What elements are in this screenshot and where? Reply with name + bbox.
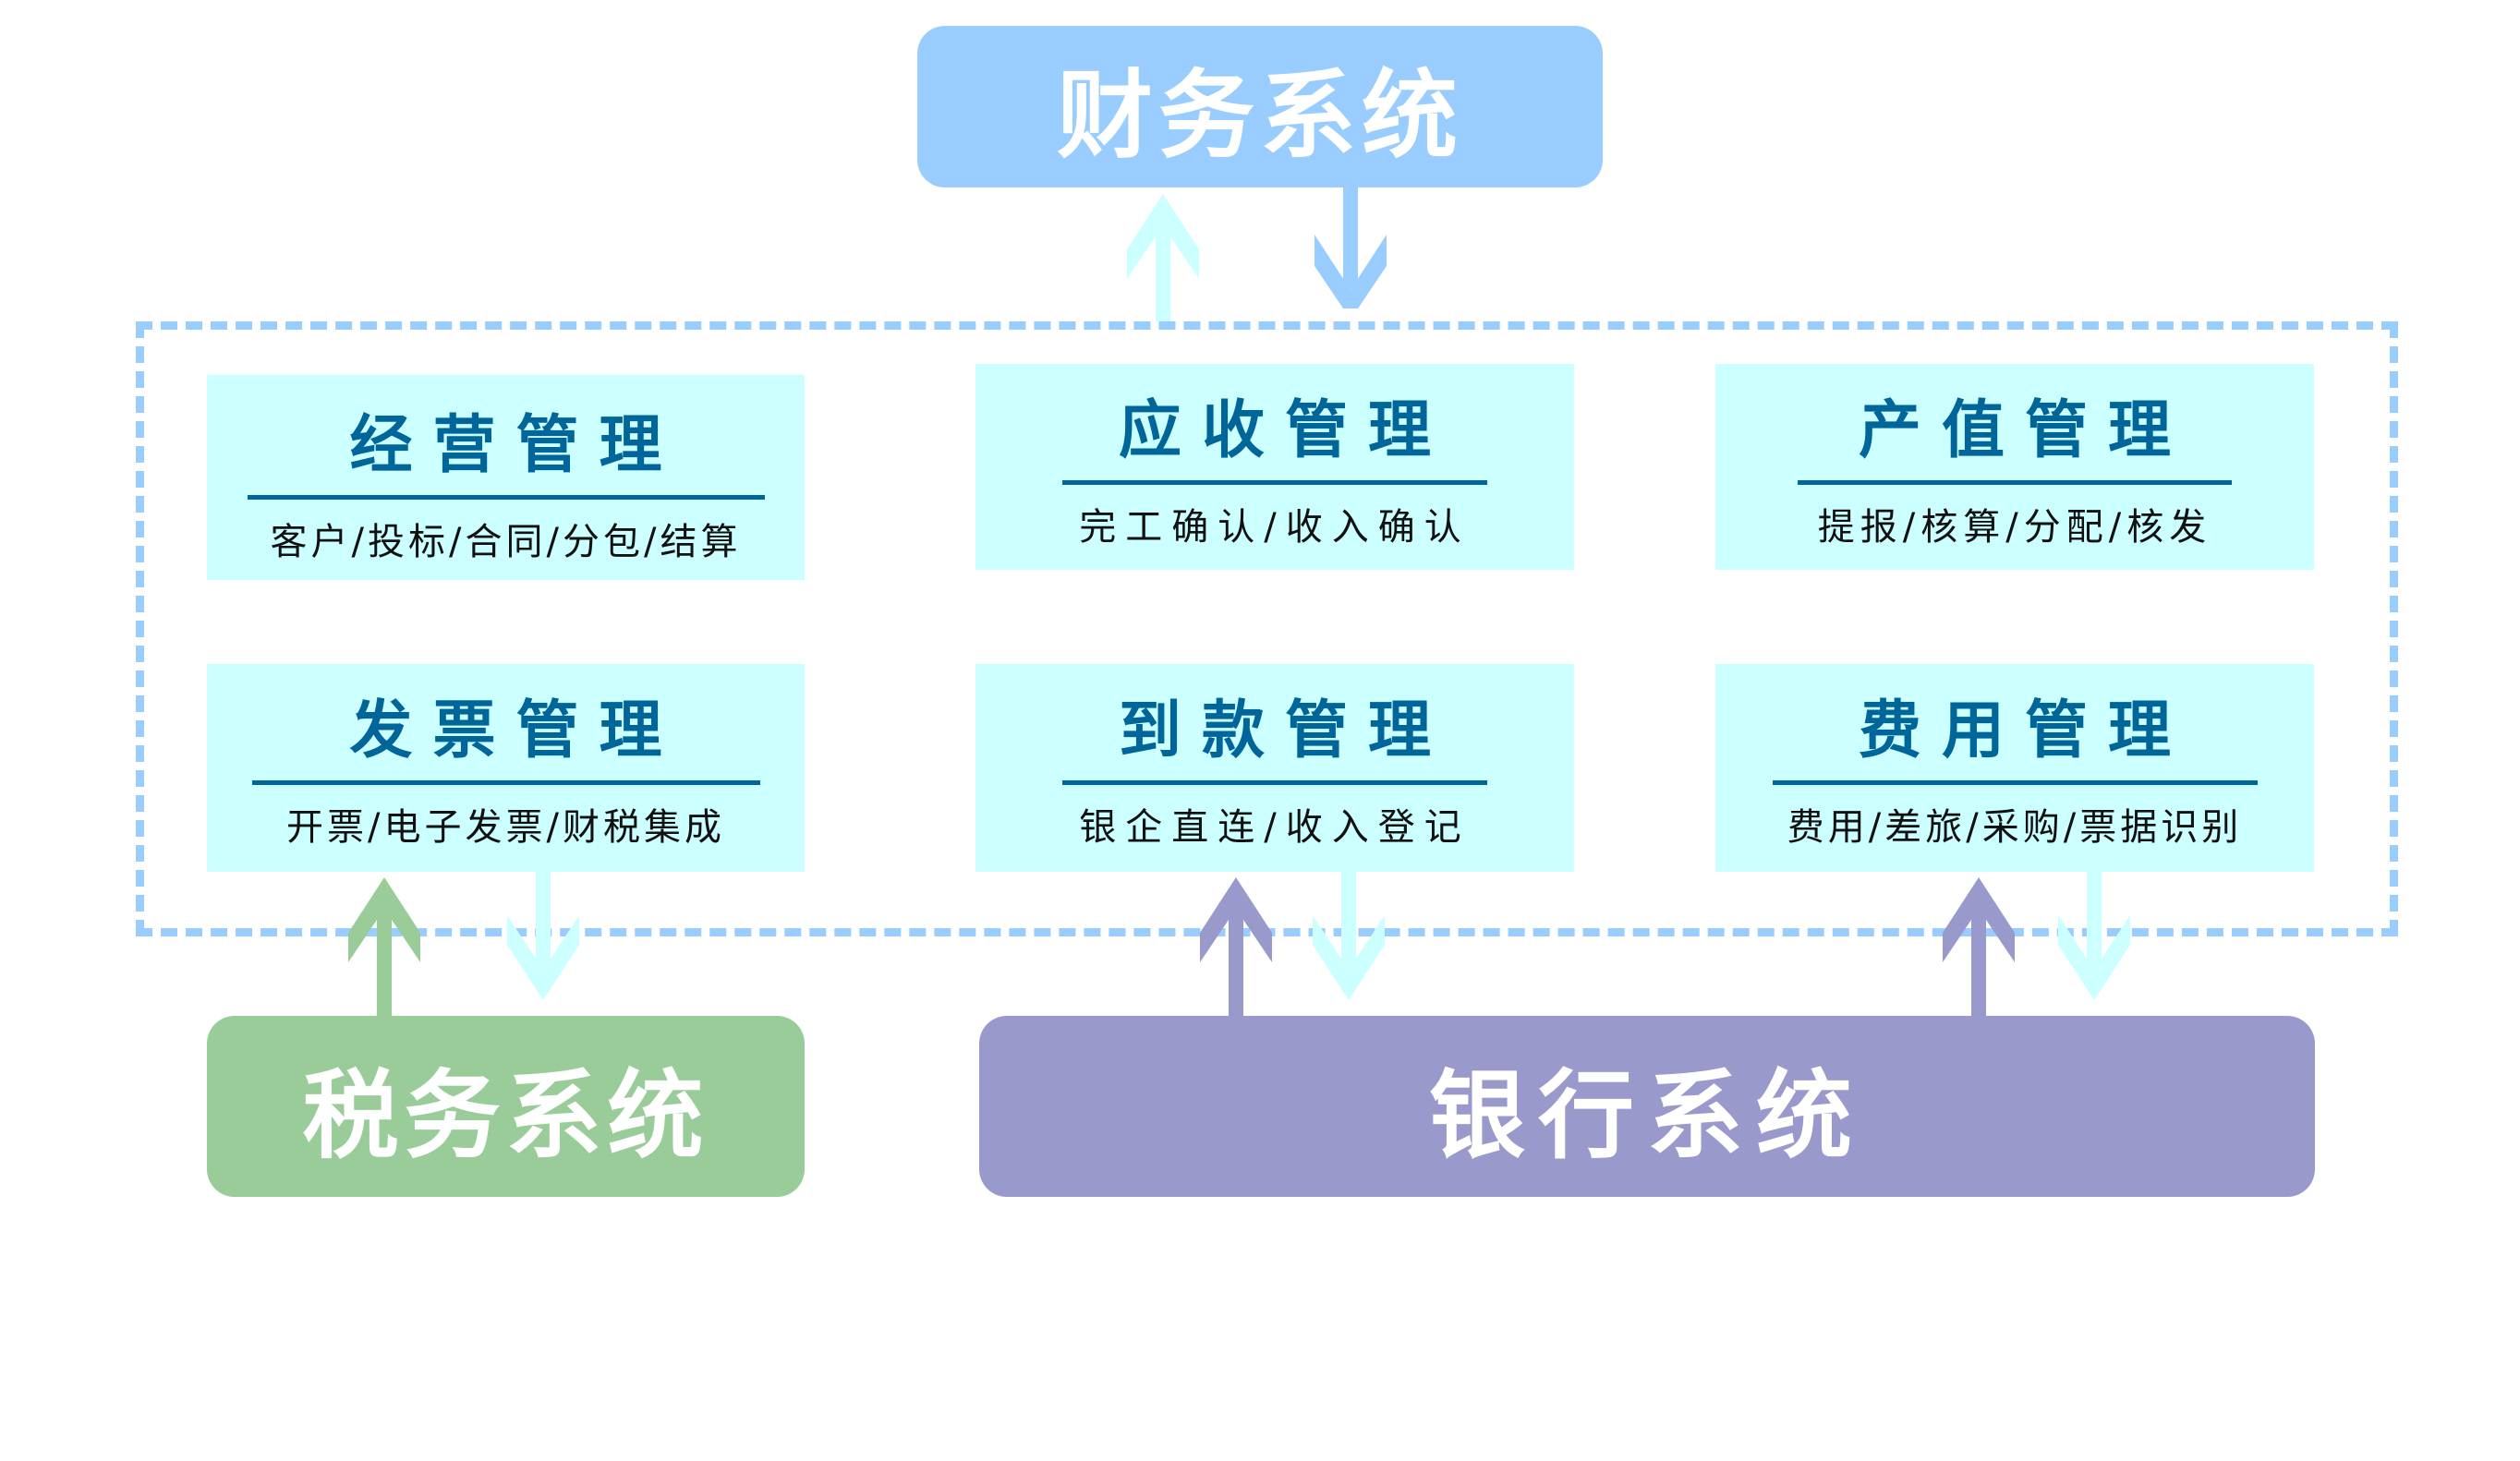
tax-system-label: 税务系统: [302, 1058, 709, 1172]
module-subtitle: 完工确认/收入确认: [1079, 506, 1471, 549]
module-payment-receipt-management[interactable]: 到款管理 银企直连/收入登记: [975, 664, 1574, 872]
bank-system-label: 银行系统: [1428, 1058, 1865, 1172]
module-business-management[interactable]: 经营管理 客户/投标/合同/分包/结算: [207, 375, 805, 580]
module-title: 经营管理: [349, 409, 683, 482]
module-receivables-management[interactable]: 应收管理 完工确认/收入确认: [975, 364, 1574, 570]
module-title: 到款管理: [1118, 694, 1451, 767]
arrow-down-from-finance: [1315, 187, 1387, 308]
tax-system-box[interactable]: 税务系统: [207, 1016, 805, 1197]
module-subtitle: 开票/电子发票/财税集成: [286, 806, 725, 849]
module-title: 发票管理: [349, 694, 683, 767]
title-underline: [1062, 780, 1487, 785]
arrow-up-from-bank-1: [1200, 877, 1272, 1016]
title-underline: [247, 495, 765, 500]
finance-system-box[interactable]: 财务系统: [917, 26, 1603, 187]
module-invoice-management[interactable]: 发票管理 开票/电子发票/财税集成: [207, 664, 805, 872]
arrow-down-to-bank-1: [1313, 872, 1385, 1000]
arrow-up-to-finance: [1127, 194, 1199, 321]
arrow-up-from-bank-2: [1943, 877, 2015, 1016]
module-subtitle: 费用/差旅/采购/票据识别: [1787, 806, 2243, 849]
module-subtitle: 提报/核算/分配/核发: [1817, 506, 2212, 549]
module-title: 应收管理: [1118, 394, 1451, 467]
title-underline: [1772, 780, 2258, 785]
title-underline: [251, 780, 760, 785]
module-title: 产值管理: [1858, 394, 2191, 467]
arrow-down-to-tax: [507, 872, 579, 1000]
module-subtitle: 银企直连/收入登记: [1079, 806, 1471, 849]
arrow-down-to-bank-2: [2058, 872, 2130, 1000]
arrow-up-from-tax: [348, 877, 420, 1016]
bank-system-box[interactable]: 银行系统: [979, 1016, 2315, 1197]
module-output-value-management[interactable]: 产值管理 提报/核算/分配/核发: [1715, 364, 2314, 570]
title-underline: [1062, 480, 1487, 485]
module-title: 费用管理: [1858, 694, 2191, 767]
title-underline: [1798, 480, 2232, 485]
module-expense-management[interactable]: 费用管理 费用/差旅/采购/票据识别: [1715, 664, 2314, 872]
module-subtitle: 客户/投标/合同/分包/结算: [270, 521, 742, 563]
finance-system-label: 财务系统: [1056, 59, 1463, 172]
